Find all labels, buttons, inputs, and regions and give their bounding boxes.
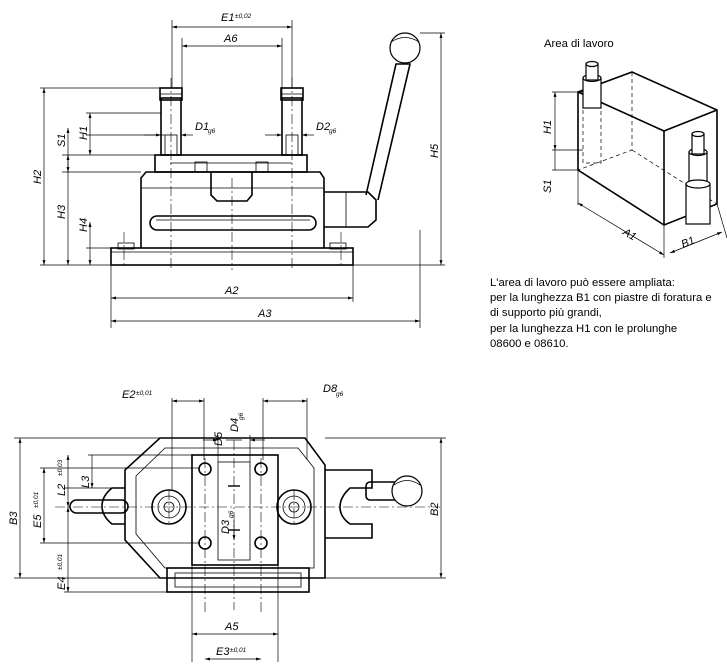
- dim-A5-label: A5: [224, 621, 239, 633]
- dim-H2-label: H2: [32, 170, 44, 184]
- dim-D4-tolerance: g6: [238, 412, 245, 420]
- dim-L2-label: L2: [56, 484, 68, 496]
- dim-E5-tolerance: ±0,01: [33, 491, 40, 508]
- front-view: E1 ±0,02 A6 D1 g6 D2 g6 H2 H3 S1 H1 H4 H…: [32, 12, 445, 328]
- dim-E2-label: E2: [122, 389, 135, 401]
- lever-mechanism: [325, 469, 373, 539]
- dim-A3-label: A3: [257, 308, 272, 320]
- body-slot: [149, 215, 317, 231]
- dim-D4-label: D4: [229, 418, 241, 432]
- work-area-A1-label: A1: [620, 226, 639, 244]
- lever-ball: [389, 32, 421, 64]
- dim-D2-tolerance: g6: [329, 128, 337, 135]
- work-area-H1-label: H1: [542, 120, 554, 134]
- upper-plate: [154, 154, 308, 173]
- work-area-note: L'area di lavoro può essere ampliata: pe…: [490, 276, 712, 352]
- work-area-B1-label: B1: [680, 235, 697, 251]
- dim-A2-label: A2: [224, 285, 238, 297]
- dim-D1-label: D1: [195, 121, 209, 133]
- dim-E3-label: E3: [216, 646, 230, 658]
- dim-D3-tolerance: g6: [228, 510, 235, 518]
- dim-H4-label: H4: [78, 218, 90, 232]
- dim-E2-tolerance: ±0,01: [136, 390, 153, 397]
- bottom-rail: [166, 567, 310, 593]
- dim-H1-label: H1: [78, 126, 90, 140]
- dim-E1-label: E1: [221, 12, 234, 24]
- lever-housing: [324, 191, 377, 228]
- dim-D5-label: D5: [213, 431, 225, 446]
- note-line: di supporto più grandi,: [490, 307, 602, 320]
- dim-L3-label: L3: [80, 475, 92, 488]
- dim-E5-label: E5: [32, 514, 44, 528]
- dim-D1-tolerance: g6: [208, 128, 216, 135]
- work-area-S1-label: S1: [542, 180, 554, 193]
- top-view: E2 ±0,01 D8 g6 D5 D4 g6 L3 L2 ±0,03 E5 ±…: [8, 383, 446, 662]
- note-line: per la lunghezza B1 con piastre di forat…: [490, 292, 712, 305]
- dim-S1-label: S1: [56, 134, 68, 147]
- dim-B3-label: B3: [8, 511, 20, 525]
- work-area-left-column: [582, 77, 602, 109]
- top-body-outline: [124, 437, 326, 579]
- dim-B2-label: B2: [429, 503, 441, 516]
- dim-D8-label: D8: [323, 383, 338, 395]
- dim-H3-label: H3: [56, 204, 68, 219]
- note-line: per la lunghezza H1 con le prolunghe: [490, 322, 678, 335]
- dim-E4-label: E4: [56, 577, 68, 590]
- left-flange: [101, 487, 125, 525]
- dim-A6-label: A6: [223, 33, 238, 45]
- dim-D8-tolerance: g6: [336, 391, 344, 398]
- lever-arm: [365, 63, 412, 201]
- dim-H5-label: H5: [429, 143, 441, 158]
- dim-E1-tolerance: ±0,02: [235, 13, 252, 20]
- work-area-view: Area di lavoro H1 S1 A1 B1: [542, 38, 727, 258]
- work-area-title: Area di lavoro: [544, 38, 614, 50]
- left-clamp-slot: [69, 499, 129, 514]
- dim-D2-label: D2: [316, 121, 330, 133]
- work-area-right-column: [688, 151, 708, 185]
- dim-D3-label: D3: [220, 519, 232, 534]
- dim-E3-tolerance: ±0,01: [230, 647, 247, 654]
- vise-body: [140, 171, 325, 248]
- note-line: L'area di lavoro può essere ampliata:: [490, 277, 675, 289]
- top-lever-ball: [391, 475, 423, 507]
- dim-L2-tolerance: ±0,03: [57, 459, 64, 476]
- dim-E4-tolerance: ±0,01: [57, 553, 64, 570]
- note-line: 08600 e 08610.: [490, 337, 569, 350]
